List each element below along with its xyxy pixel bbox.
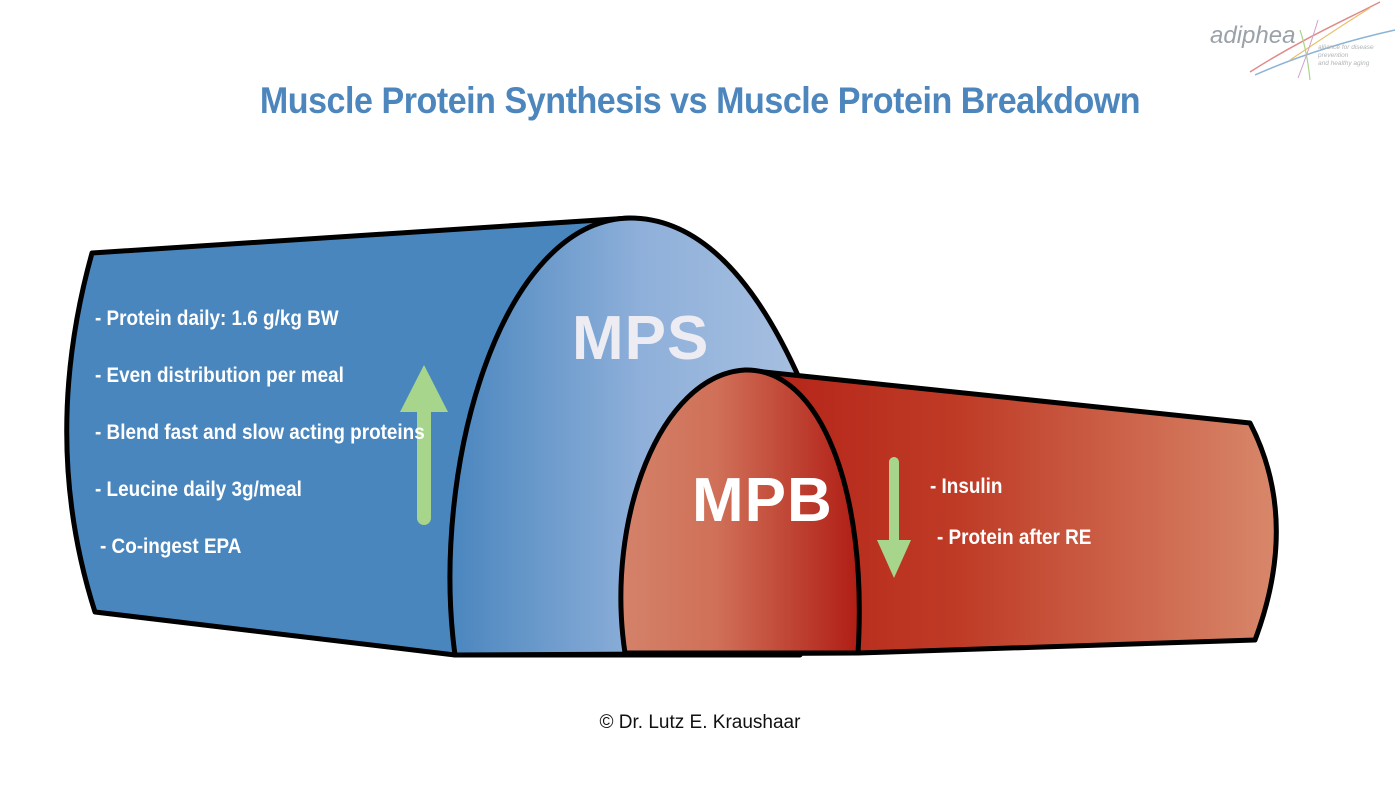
logo-tagline-line-2: and healthy aging: [1318, 60, 1370, 67]
adiphea-logo-swoosh: [1249, 1, 1396, 81]
mps-item: - Leucine daily 3g/meal: [95, 478, 302, 501]
mpb-item: - Insulin: [930, 475, 1003, 498]
mps-item: - Protein daily: 1.6 g/kg BW: [95, 307, 339, 330]
page-title: Muscle Protein Synthesis vs Muscle Prote…: [259, 80, 1141, 121]
arrow-down-icon: [877, 457, 911, 578]
mps-label: MPS: [572, 304, 710, 373]
mps-item: - Even distribution per meal: [95, 364, 344, 387]
logo-tagline-line-1: alliance for disease prevention: [1318, 44, 1374, 59]
mpb-item: - Protein after RE: [937, 526, 1092, 549]
mpb-arch-face: [618, 367, 862, 656]
mps-item: - Blend fast and slow acting proteins: [95, 421, 425, 444]
mpb-label: MPB: [692, 466, 833, 535]
logo-tagline: alliance for disease prevention and heal…: [1318, 44, 1400, 68]
copyright-notice: © Dr. Lutz E. Kraushaar: [599, 712, 801, 733]
adiphea-logo: adiphea: [1210, 22, 1296, 49]
arrow-up-icon: [400, 365, 448, 525]
mps-item: - Co-ingest EPA: [100, 535, 242, 558]
